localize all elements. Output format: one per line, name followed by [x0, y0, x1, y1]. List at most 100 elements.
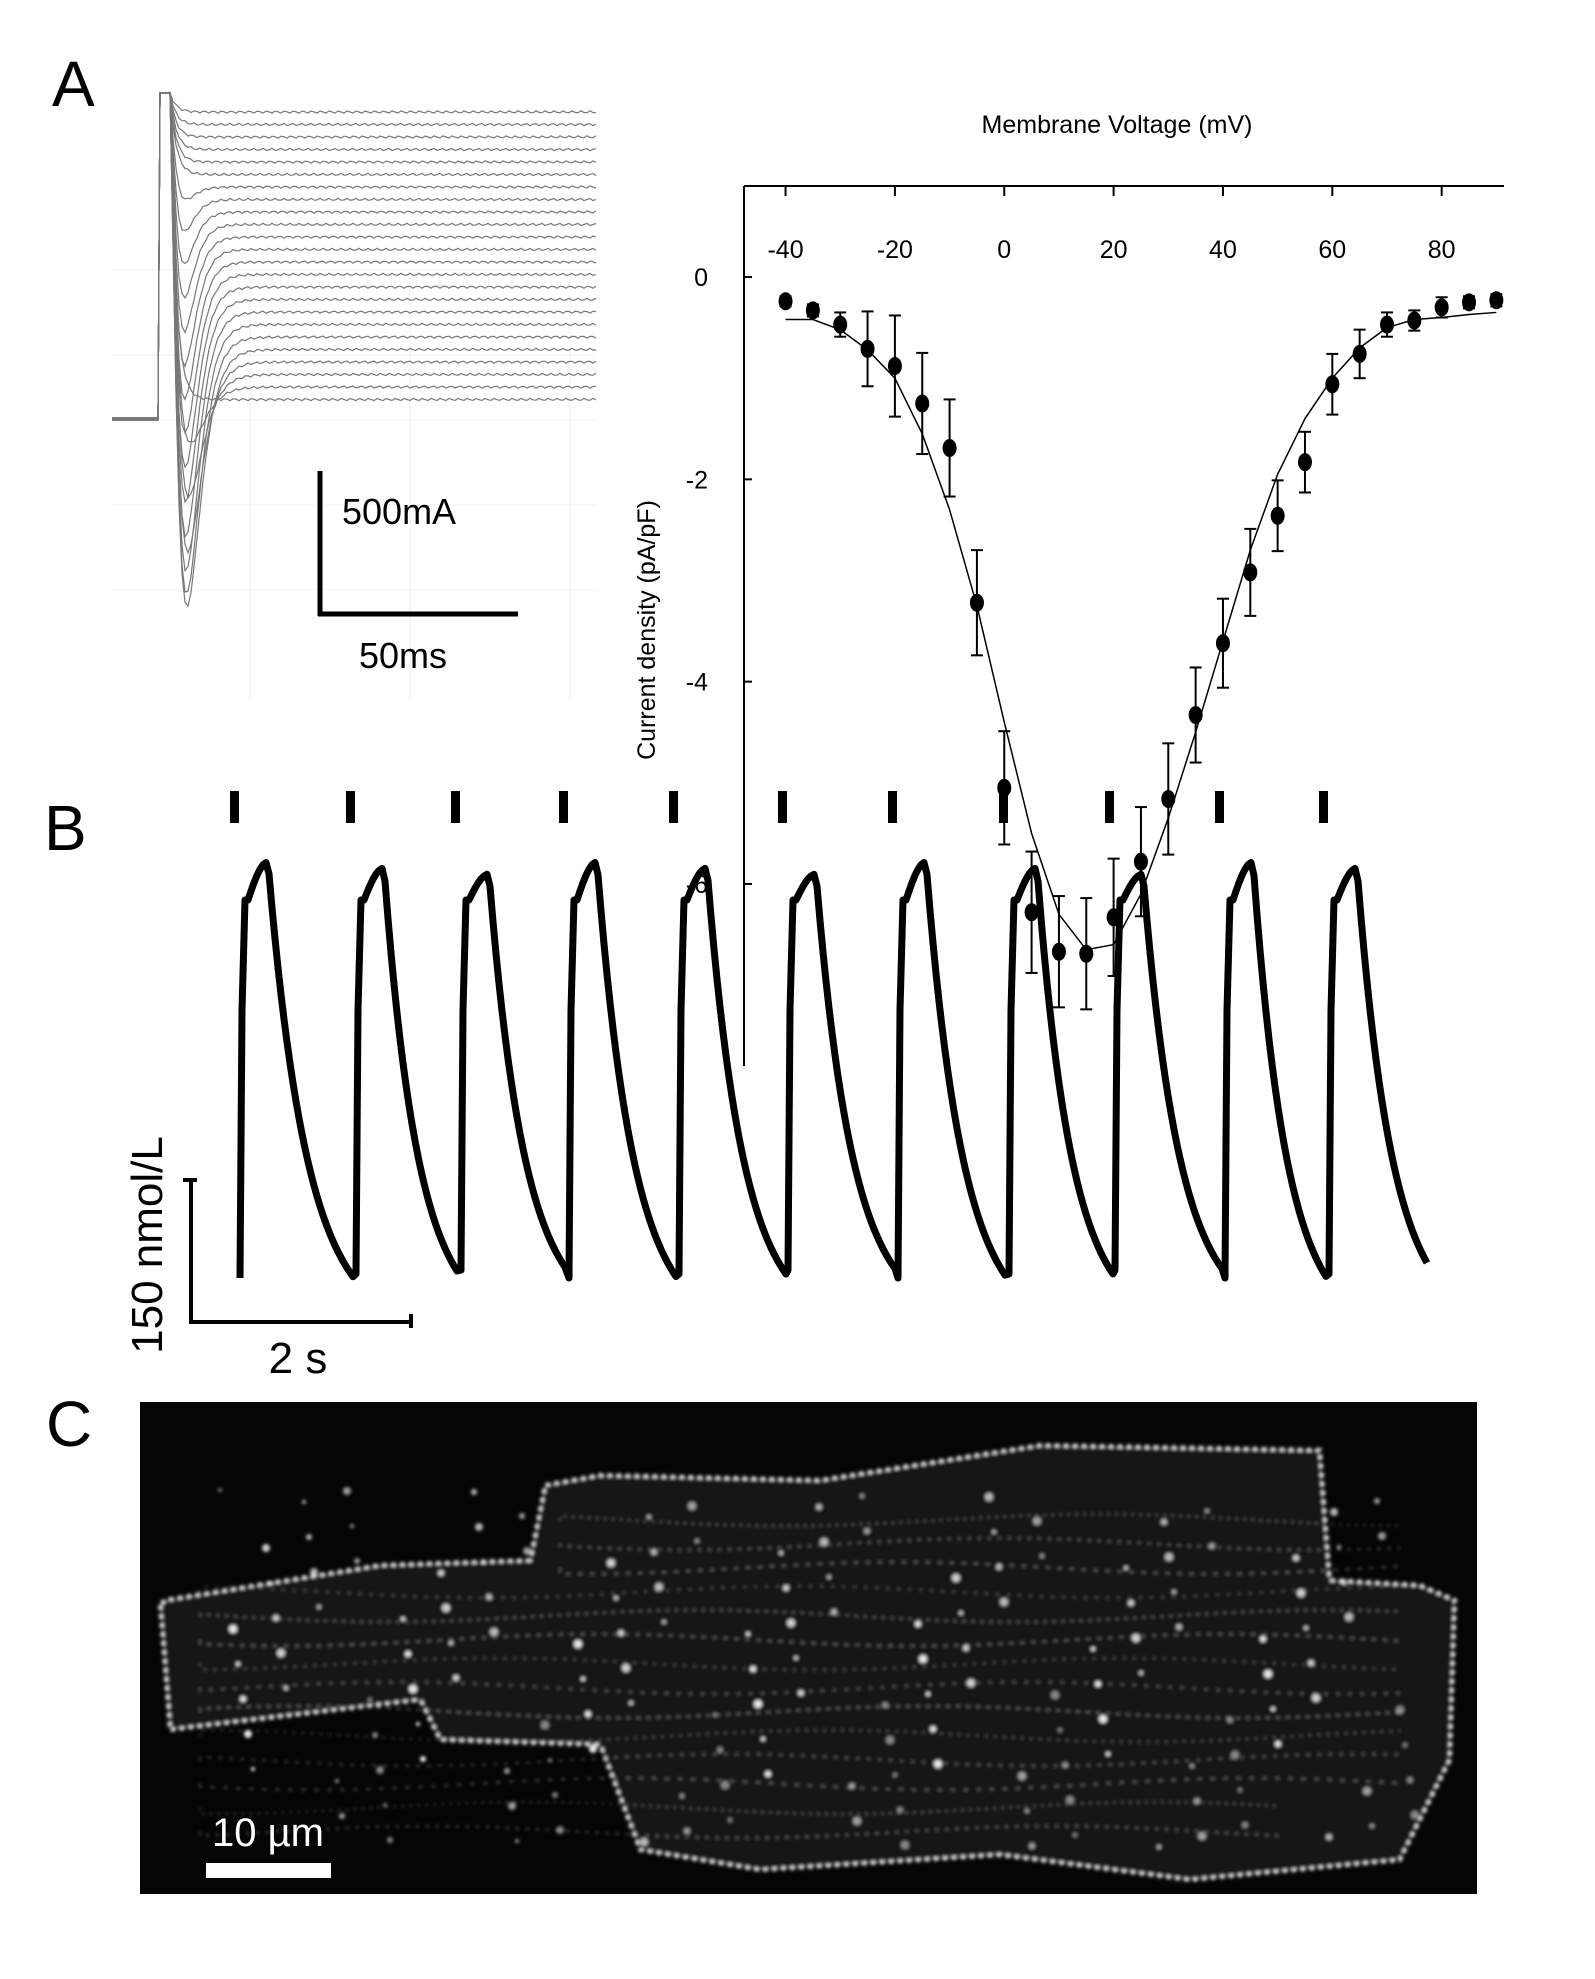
scale-time-label-a: 50ms [359, 635, 447, 676]
marker [1024, 903, 1039, 922]
marker [1243, 563, 1258, 582]
data-point [1188, 666, 1203, 764]
stimulus-marker [1105, 791, 1114, 823]
marker [1161, 789, 1176, 808]
current-trace [112, 92, 597, 420]
current-trace [112, 92, 597, 419]
data-point [1489, 291, 1504, 310]
data-point [1462, 293, 1477, 312]
marker [1079, 944, 1094, 963]
marker [1352, 344, 1367, 363]
scale-current-label: 500mA [342, 491, 456, 532]
current-trace [112, 92, 597, 419]
current-trace [112, 91, 597, 419]
cell-fluorescence [157, 1442, 1458, 1883]
data-point [1051, 895, 1066, 1009]
current-trace [112, 92, 597, 573]
marker [805, 301, 820, 320]
current-trace [112, 92, 597, 421]
current-trace [112, 92, 597, 555]
stimulus-marker [451, 791, 460, 823]
current-trace [112, 92, 597, 443]
scale-bar-c-label: 10 µm [212, 1811, 324, 1855]
marker [942, 438, 957, 457]
current-trace [112, 91, 597, 593]
marker [778, 292, 793, 311]
x-axis-label: Membrane Voltage (mV) [982, 111, 1253, 139]
marker [1270, 506, 1285, 525]
data-point [915, 351, 930, 456]
scale-time-label-b: 2 s [269, 1334, 328, 1383]
x-tick-label: 80 [1428, 236, 1456, 264]
x-tick-label: 60 [1318, 236, 1346, 264]
marker [860, 339, 875, 358]
current-trace [112, 92, 597, 504]
data-point [860, 310, 875, 388]
scale-bar-c [206, 1863, 331, 1878]
marker [1297, 453, 1312, 472]
current-trace [112, 92, 596, 608]
scale-conc-label: 150 nmol/L [123, 1136, 172, 1354]
data-point [887, 314, 902, 418]
current-trace [112, 92, 597, 419]
marker [969, 593, 984, 612]
x-tick-label: 20 [1100, 236, 1128, 264]
y-tick-label: -2 [686, 466, 708, 494]
current-trace [112, 92, 597, 469]
stimulus-marker [669, 791, 678, 823]
current-trace [112, 92, 597, 500]
data-point [1325, 352, 1340, 416]
data-point [1434, 296, 1449, 319]
stimulus-marker [559, 791, 568, 823]
data-point [1407, 309, 1422, 332]
marker [887, 357, 902, 376]
x-tick-label: 40 [1209, 236, 1237, 264]
scale-bar-b [183, 1178, 413, 1328]
marker [1462, 293, 1477, 312]
current-trace [112, 91, 597, 421]
marker [1188, 706, 1203, 725]
data-point [1297, 430, 1312, 494]
current-trace [112, 92, 597, 421]
data-point [942, 398, 957, 498]
data-point [805, 301, 820, 320]
x-tick-label: 0 [997, 236, 1011, 264]
stimulus-marker [778, 791, 787, 823]
marker [1133, 852, 1148, 871]
scale-bar-a [317, 471, 518, 617]
iv-chart: Membrane Voltage (mV) Current density (p… [633, 111, 1504, 1066]
data-point [1161, 742, 1176, 856]
current-trace [112, 92, 597, 419]
data-point [778, 292, 793, 311]
data-point [1079, 897, 1094, 1011]
current-trace [112, 91, 597, 421]
data-point [1215, 597, 1230, 689]
data-point [1352, 328, 1367, 380]
stimulus-marker [1215, 791, 1224, 823]
marker [1489, 291, 1504, 310]
current-trace [112, 92, 597, 420]
current-trace [112, 92, 597, 421]
stimulus-marker [230, 791, 239, 823]
stimulus-marker [999, 791, 1008, 823]
data-point [833, 311, 848, 338]
x-tick-label: -40 [767, 236, 803, 264]
stimulus-marker [346, 791, 355, 823]
panel-label-b: B [44, 792, 87, 864]
current-trace [112, 92, 597, 420]
marker [1325, 375, 1340, 394]
current-trace [112, 92, 597, 420]
stimulus-marker [1319, 791, 1328, 823]
current-traces [112, 91, 597, 698]
current-trace [112, 92, 597, 435]
panel-label-a: A [52, 48, 95, 120]
current-trace [112, 92, 597, 539]
panel-label-c: C [46, 1388, 92, 1460]
data-point [1379, 311, 1394, 338]
marker [915, 394, 930, 413]
marker [1051, 942, 1066, 961]
stimulus-markers [230, 791, 1328, 823]
y-tick-label: 0 [694, 264, 708, 292]
stimulus-marker [888, 791, 897, 823]
